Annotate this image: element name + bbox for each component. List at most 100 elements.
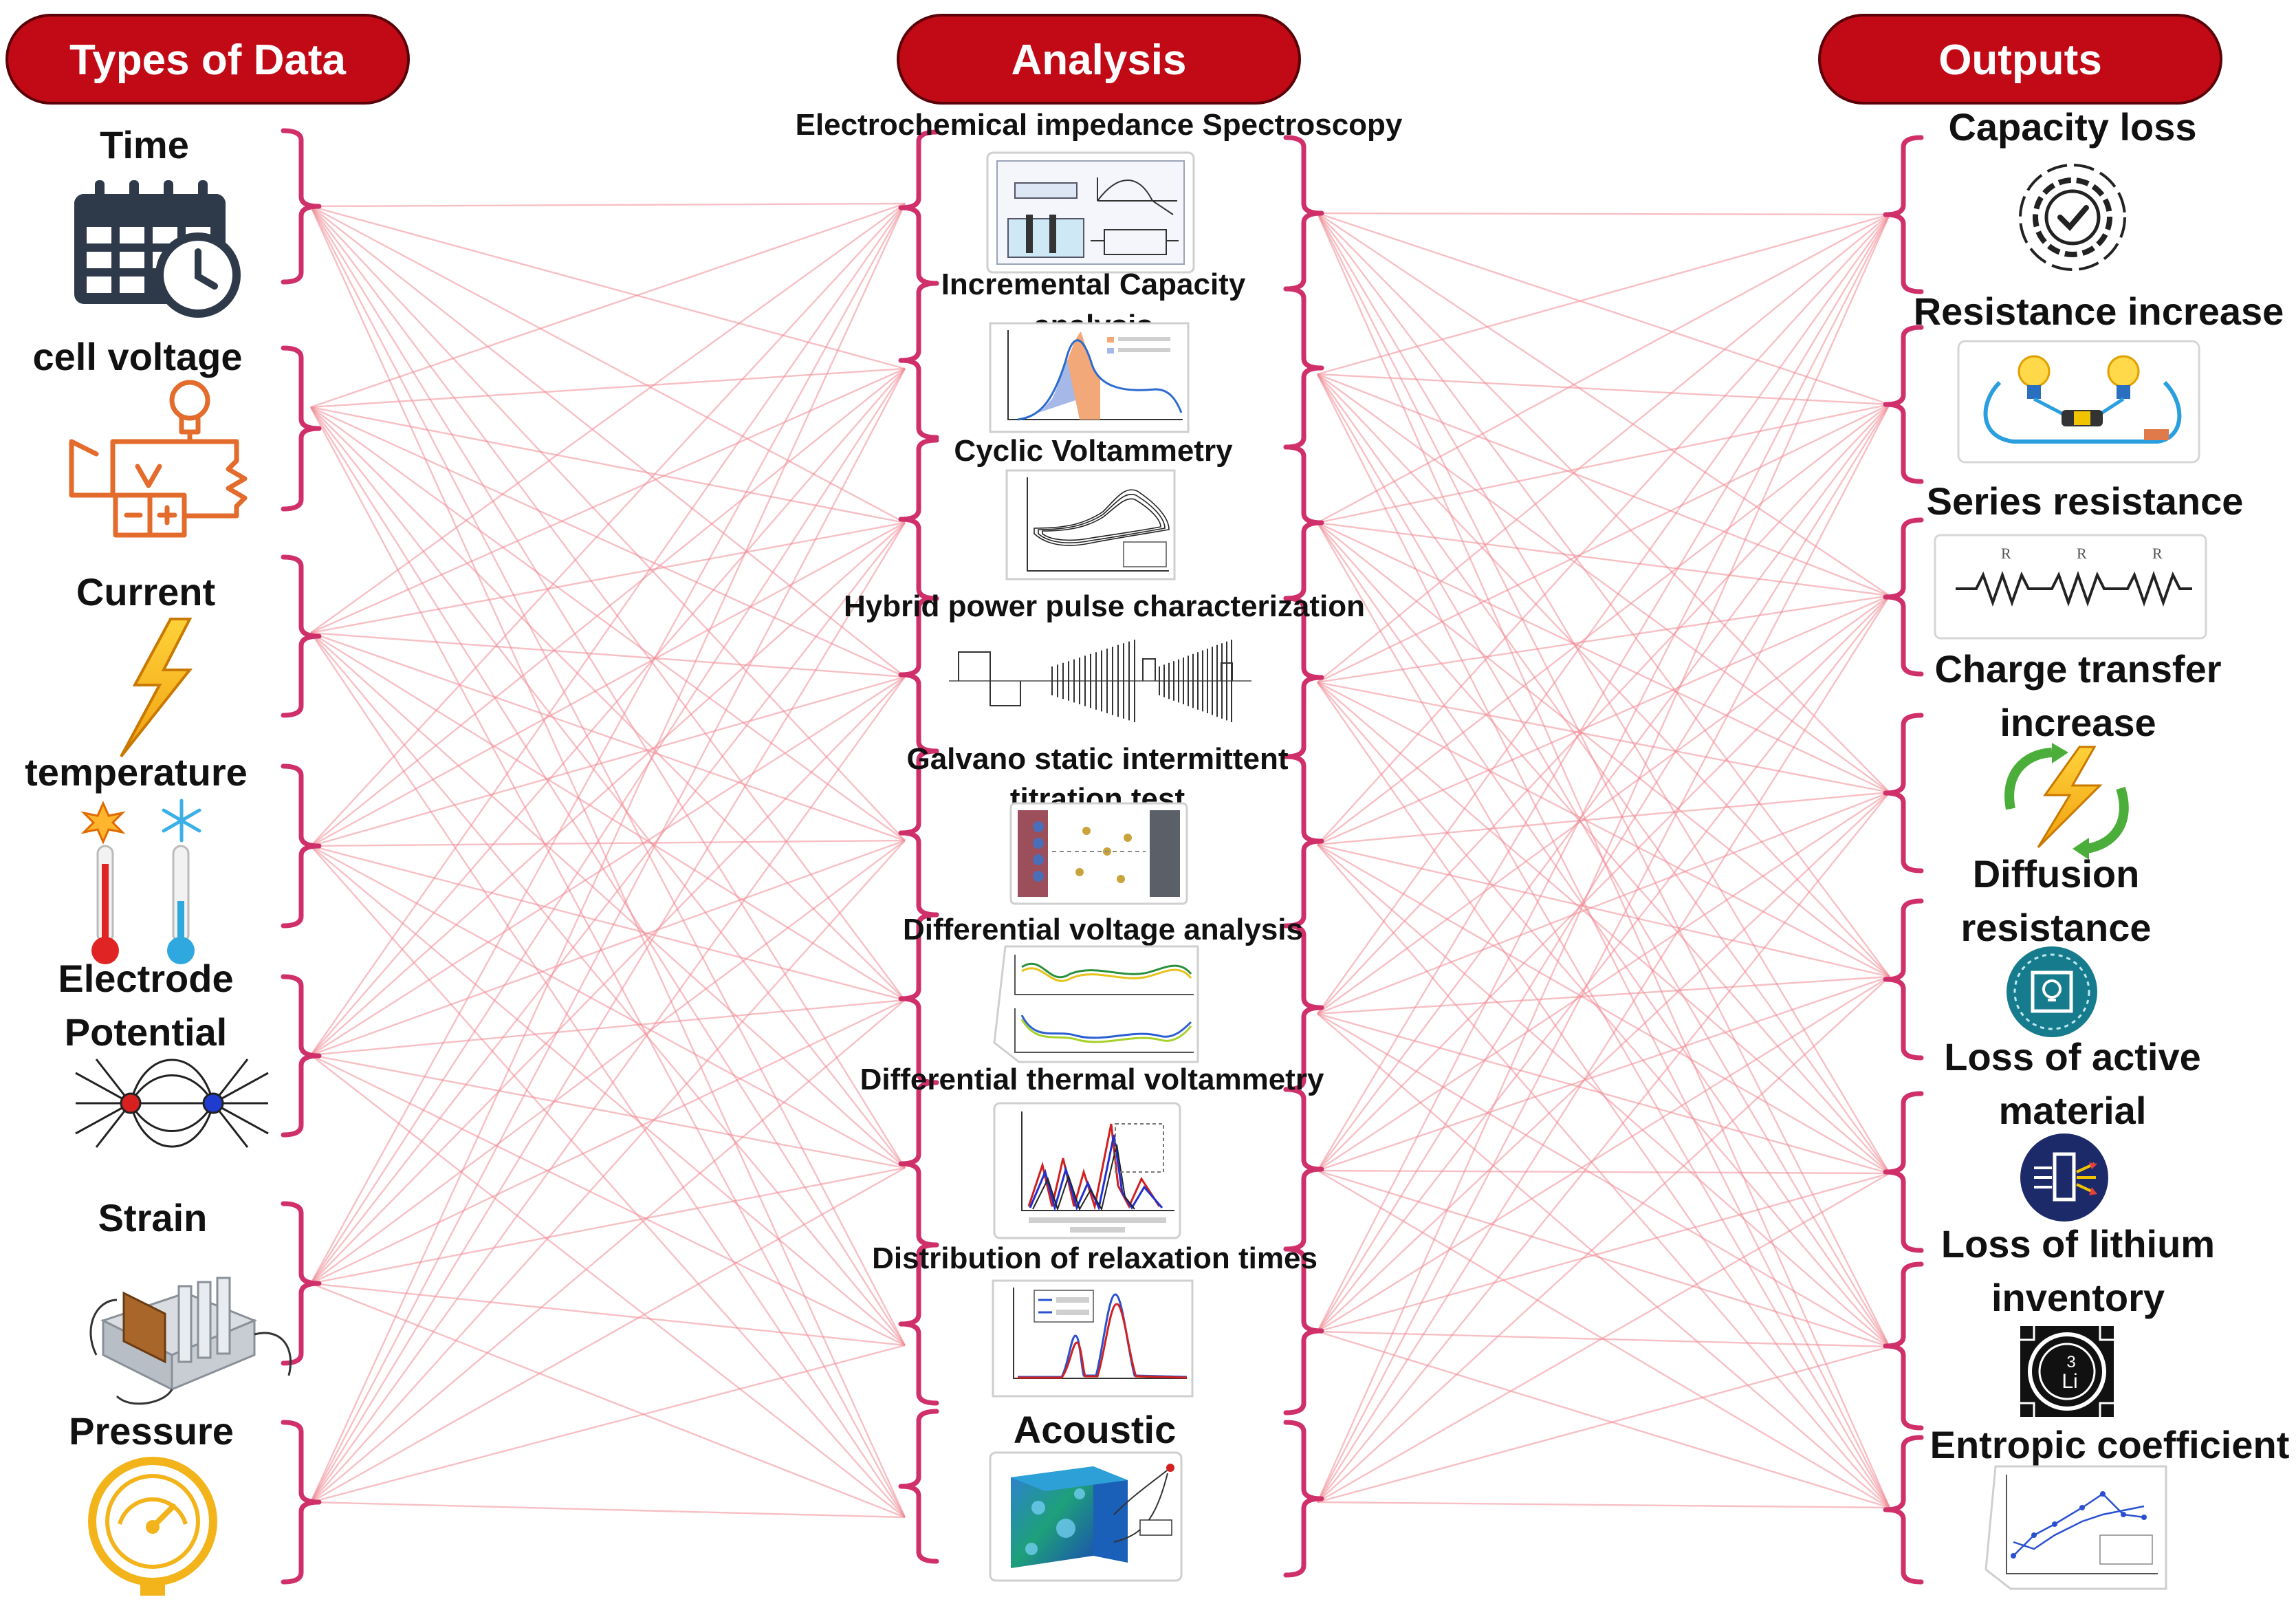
resistor-series-icon: R R R bbox=[1934, 534, 2207, 640]
label-lithium-inventory-line2: inventory bbox=[1991, 1276, 2165, 1319]
lightning-cycle-icon bbox=[2004, 743, 2129, 860]
connector-mid-8-right-5 bbox=[1317, 1172, 1890, 1504]
connector-mid-1-right-3 bbox=[1317, 373, 1890, 793]
connector-mid-0-right-6 bbox=[1316, 213, 1891, 1347]
connector-left-0-mid-6 bbox=[309, 206, 906, 1169]
label-pressure: Pressure bbox=[69, 1409, 234, 1453]
resistor-label-r2: R bbox=[2077, 545, 2087, 562]
connector-mid-8-right-7 bbox=[1317, 1501, 1890, 1509]
connector-left-1-mid-6 bbox=[310, 406, 906, 1169]
brace-mid-left-2 bbox=[898, 437, 939, 601]
brace-mid-left-5 bbox=[898, 912, 939, 1085]
acoustic-simulation-thumbnail bbox=[989, 1451, 1183, 1582]
brace-left-6 bbox=[281, 1420, 322, 1585]
connector-left-3-mid-8 bbox=[310, 845, 906, 1518]
brace-mid-left-7 bbox=[898, 1242, 939, 1406]
brace-right-7 bbox=[1883, 1435, 1924, 1585]
connector-mid-6-right-3 bbox=[1317, 791, 1890, 1172]
label-dtv: Differential thermal voltammetry bbox=[860, 1063, 1324, 1096]
label-cv: Cyclic Voltammetry bbox=[954, 434, 1233, 468]
voltage-circuit-icon bbox=[69, 380, 248, 538]
connector-left-3-mid-1 bbox=[310, 368, 906, 847]
brace-group bbox=[281, 128, 1924, 1585]
connector-mid-6-right-0 bbox=[1316, 214, 1891, 1171]
label-dva: Differential voltage analysis bbox=[903, 913, 1303, 946]
battery-strain-gauge-icon bbox=[89, 1277, 292, 1405]
connector-left-0-mid-8 bbox=[309, 206, 906, 1518]
calendar-clock-icon bbox=[74, 180, 241, 318]
label-gitt-line1: Galvano static intermittent bbox=[906, 742, 1288, 776]
connector-mid-8-right-3 bbox=[1317, 792, 1890, 1503]
header-analysis: Analysis bbox=[897, 14, 1301, 105]
connector-left-0-mid-3 bbox=[310, 206, 906, 677]
dtv-plot-thumbnail bbox=[993, 1102, 1181, 1239]
connector-mid-1-right-6 bbox=[1316, 373, 1891, 1347]
connector-left-3-mid-5 bbox=[310, 845, 906, 1001]
connector-mid-0-right-3 bbox=[1317, 213, 1890, 793]
brace-mid-left-1 bbox=[898, 281, 939, 440]
connector-left-2-mid-3 bbox=[310, 631, 906, 678]
connector-left-6-mid-1 bbox=[309, 368, 906, 1503]
connector-mid-0-right-4 bbox=[1317, 213, 1890, 977]
connector-mid-1-right-7 bbox=[1316, 373, 1891, 1508]
connector-mid-5-right-2 bbox=[1317, 595, 1890, 1014]
connector-mid-7-right-6 bbox=[1317, 1330, 1890, 1348]
lithium-symbol: Li bbox=[2062, 1370, 2077, 1393]
connector-left-6-mid-6 bbox=[310, 1166, 906, 1504]
connector-mid-6-right-6 bbox=[1317, 1169, 1890, 1348]
label-charge-transfer-line2: increase bbox=[2000, 701, 2156, 744]
brace-right-6 bbox=[1883, 1261, 1924, 1431]
lightning-bolt-icon bbox=[120, 618, 193, 758]
connector-mid-4-right-6 bbox=[1317, 844, 1890, 1347]
resistor-label-r1: R bbox=[2001, 545, 2011, 562]
left-labels: Time cell voltage Current temperature El… bbox=[25, 123, 248, 1453]
connector-left-0-mid-2 bbox=[310, 205, 906, 524]
connector-left-2-mid-5 bbox=[310, 631, 906, 1001]
connector-mid-4-right-4 bbox=[1317, 843, 1890, 978]
connector-left-5-mid-6 bbox=[310, 1166, 906, 1285]
connector-mid-4-right-5 bbox=[1317, 843, 1890, 1175]
connector-mid-8-right-0 bbox=[1316, 214, 1891, 1503]
connector-left-0-mid-1 bbox=[310, 205, 906, 370]
brace-mid-left-6 bbox=[898, 1080, 939, 1248]
resistor-label-r3: R bbox=[2152, 545, 2163, 562]
brace-left-5 bbox=[281, 1201, 322, 1366]
header-types-of-data-text: Types of Data bbox=[69, 36, 346, 84]
connector-left-3-mid-7 bbox=[310, 845, 906, 1346]
label-eis: Electrochemical impedance Spectroscopy bbox=[796, 108, 1403, 142]
label-potential: Potential bbox=[65, 1010, 227, 1054]
connector-left-1-mid-2 bbox=[310, 406, 906, 524]
connector-mid-7-right-4 bbox=[1317, 975, 1890, 1333]
thermometers-hot-cold-icon bbox=[80, 799, 201, 964]
brace-mid-right-8 bbox=[1283, 1420, 1324, 1578]
connector-mid-3-right-3 bbox=[1317, 681, 1890, 794]
brace-right-4 bbox=[1883, 898, 1924, 1061]
brace-mid-right-3 bbox=[1283, 596, 1324, 759]
connector-left-4-mid-2 bbox=[310, 522, 906, 1056]
connector-left-2-mid-4 bbox=[310, 631, 906, 842]
brace-mid-left-3 bbox=[898, 596, 939, 754]
connector-mid-4-right-7 bbox=[1317, 844, 1890, 1508]
connector-mid-0-right-2 bbox=[1317, 213, 1890, 596]
connector-left-2-mid-6 bbox=[310, 632, 906, 1169]
header-analysis-text: Analysis bbox=[1011, 36, 1186, 84]
connector-mid-8-right-2 bbox=[1316, 595, 1891, 1503]
connector-left-6-mid-3 bbox=[310, 676, 906, 1503]
entropic-plot-icon bbox=[1985, 1465, 2167, 1590]
connector-mid-1-right-4 bbox=[1317, 373, 1890, 977]
connector-left-1-mid-7 bbox=[309, 406, 906, 1346]
label-series-resistance: Series resistance bbox=[1927, 479, 2244, 523]
connector-mid-3-right-4 bbox=[1317, 681, 1890, 978]
connector-mid-4-right-1 bbox=[1317, 404, 1890, 845]
connector-mid-5-right-1 bbox=[1317, 404, 1890, 1014]
right-labels: Capacity loss Resistance increase Series… bbox=[1914, 105, 2290, 1466]
connector-mid-5-right-0 bbox=[1317, 214, 1890, 1014]
connector-left-5-mid-1 bbox=[309, 368, 906, 1284]
brace-mid-left-8 bbox=[898, 1409, 939, 1564]
connector-left-1-mid-3 bbox=[310, 406, 906, 678]
connector-left-3-mid-3 bbox=[310, 675, 906, 847]
connector-mid-6-right-5 bbox=[1317, 1169, 1890, 1175]
connector-left-0-mid-5 bbox=[310, 206, 906, 1001]
connector-mid-3-right-2 bbox=[1317, 594, 1890, 684]
